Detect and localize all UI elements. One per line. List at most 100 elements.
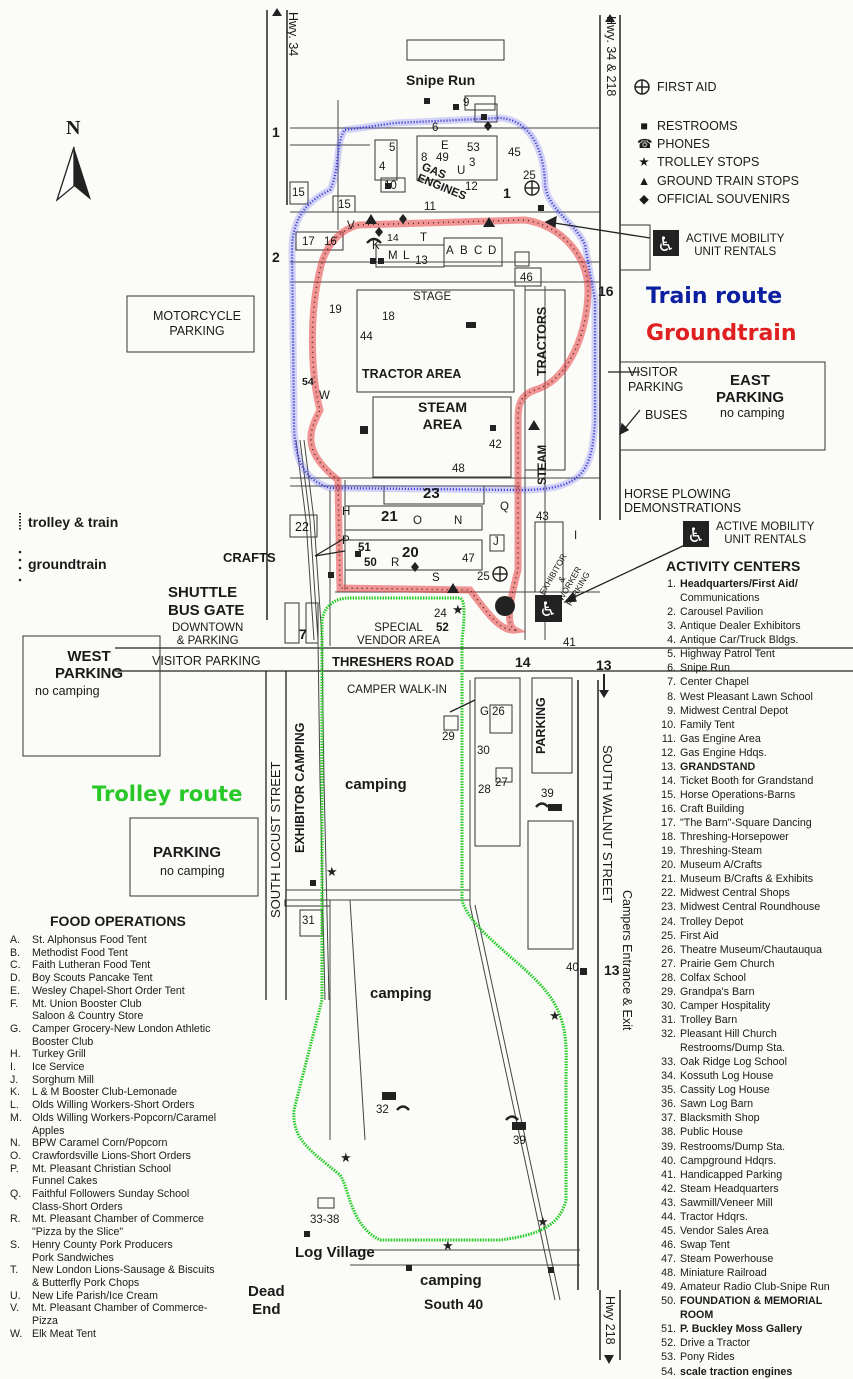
activity-item-number: 49. <box>661 1281 676 1294</box>
map-letter-S: S <box>432 572 440 584</box>
activity-item: 52.Drive a Tractor <box>656 1336 830 1350</box>
track-legend-label: trolley & train <box>28 514 119 530</box>
activity-item-number: 19. <box>661 845 676 858</box>
activity-item-number: 25. <box>661 929 676 942</box>
activity-item-number: 20. <box>661 859 676 872</box>
activity-item: 42.Steam Headquarters <box>656 1182 830 1196</box>
train-route <box>290 116 597 492</box>
food-item: Saloon & Country Store <box>10 1010 216 1023</box>
crafts-label: CRAFTS <box>223 550 276 565</box>
activity-item: 4.Antique Car/Truck Bldgs. <box>656 633 830 647</box>
food-item: S.Henry County Pork Producers <box>10 1239 216 1252</box>
map-label-2: 2 <box>272 249 280 265</box>
camping-label-2: camping <box>370 985 432 1002</box>
activity-item-number: 3. <box>667 620 676 633</box>
activity-item-number: 12. <box>661 746 676 759</box>
food-item-key: Q. <box>10 1188 22 1201</box>
activity-item: 12.Gas Engine Hdqs. <box>656 746 830 760</box>
activity-item-label: Sawmill/Veneer Mill <box>680 1196 773 1209</box>
activity-item-label: FOUNDATION & MEMORIAL <box>680 1295 823 1308</box>
map-letter-B: B <box>460 245 468 257</box>
activity-item: 41.Handicapped Parking <box>656 1168 830 1182</box>
map-label-13a: 13 <box>596 657 612 673</box>
activity-item: 11.Gas Engine Area <box>656 732 830 746</box>
activity-item-label: First Aid <box>680 929 719 942</box>
food-item-key <box>10 1175 32 1188</box>
west-parking-note: no camping <box>35 684 100 698</box>
food-item-key: U. <box>10 1289 21 1302</box>
groundtrain-stop-icons <box>365 214 540 593</box>
activity-item-number: 53. <box>661 1351 676 1364</box>
activity-item-label: Steam Powerhouse <box>680 1253 774 1265</box>
legend-trolley-stops: ★TROLLEY STOPS <box>637 153 799 171</box>
activity-item-label: Blacksmith Shop <box>680 1112 760 1125</box>
train-route-title: Train route <box>646 284 783 309</box>
food-item-label: Funnel Cakes <box>32 1175 98 1188</box>
trolley-stop-icons: ★★ ★★ ★★ <box>326 603 561 1254</box>
activity-item: 15.Horse Operations-Barns <box>656 788 830 802</box>
food-item: I.Ice Service <box>10 1061 216 1074</box>
food-item-label: New Life Parish/Ice Cream <box>32 1289 158 1302</box>
food-item: H.Turkey Grill <box>10 1048 216 1061</box>
activity-item-label: Horse Operations-Barns <box>680 788 796 801</box>
activity-item-label: Midwest Central Depot <box>680 704 789 717</box>
activity-item-number: 17. <box>661 817 676 830</box>
activity-item-label: Museum B/Crafts & Exhibits <box>680 873 814 886</box>
food-item-key: A. <box>10 934 21 946</box>
food-item: "Pizza by the Slice" <box>10 1226 216 1239</box>
activity-item: 25. First Aid <box>656 929 830 943</box>
activity-item-number: 38. <box>661 1126 676 1139</box>
groundtrain-legend-icon <box>18 550 22 582</box>
map-label-13c: 13 <box>415 255 428 267</box>
pointer-arrows <box>314 215 686 713</box>
food-item-label: Pork Sandwiches <box>32 1251 114 1264</box>
food-item: E.Wesley Chapel-Short Order Tent <box>10 985 216 998</box>
activity-item: 5.Highway Patrol Tent <box>656 647 830 661</box>
activity-item: 32.Pleasant Hill Church <box>656 1027 830 1041</box>
map-label-45: 45 <box>508 147 521 159</box>
activity-item-number: 44. <box>661 1210 676 1223</box>
activity-item-label: Miniature Railroad <box>680 1267 767 1280</box>
food-item-label: Henry County Pork Producers <box>32 1238 173 1251</box>
activity-item: 14.Ticket Booth for Grandstand <box>656 774 830 788</box>
activity-item: 36.Sawn Log Barn <box>656 1097 830 1111</box>
map-label-21: 21 <box>381 508 398 525</box>
activity-item-label: Kossuth Log House <box>680 1070 774 1083</box>
camping-label-3: camping <box>420 1272 482 1289</box>
map-letter-M: M <box>388 250 398 262</box>
star-icon: ★ <box>638 155 650 170</box>
map-label-5: 5 <box>389 142 396 154</box>
activity-item: 3.Antique Dealer Exhibitors <box>656 619 830 633</box>
svg-text:★: ★ <box>326 865 338 880</box>
activity-item-number: 45. <box>661 1224 676 1237</box>
activity-item-number: 47. <box>661 1253 676 1265</box>
food-item-key: O. <box>10 1149 22 1162</box>
activity-item: 24.Trolley Depot <box>656 915 830 929</box>
activity-item: 53.Pony Rides <box>656 1350 830 1364</box>
activity-item-label: Craft Building <box>680 803 745 815</box>
map-label-14: 14 <box>515 654 531 670</box>
map-label-28: 28 <box>478 784 491 796</box>
food-item: C.Faith Lutheran Food Tent <box>10 959 216 972</box>
map-label-7: 7 <box>299 626 307 642</box>
food-item-label: Saloon & Country Store <box>32 1010 144 1023</box>
activity-item-label: Sawn Log Barn <box>680 1098 754 1111</box>
svg-text:★: ★ <box>549 1009 561 1024</box>
activity-item: 46.Swap Tent <box>656 1238 830 1252</box>
food-item-key <box>10 1201 32 1214</box>
activity-item-label: Carousel Pavilion <box>680 606 764 619</box>
accessibility-icon: ♿ <box>535 595 562 622</box>
activity-item-number: 32. <box>661 1028 676 1040</box>
food-item-label: Pizza <box>32 1315 58 1328</box>
activity-item-number: 9. <box>667 704 676 717</box>
map-label-1: 1 <box>272 124 280 140</box>
activity-item: 49.Amateur Radio Club-Snipe Run <box>656 1280 830 1294</box>
food-item-key: K. <box>10 1086 21 1099</box>
activity-item-label: GRANDSTAND <box>680 760 756 773</box>
activity-item-label: Snipe Run <box>680 662 730 675</box>
food-item: L.Olds Willing Workers-Short Orders <box>10 1099 216 1112</box>
food-item-label: Olds Willing Workers-Popcorn/Caramel <box>32 1111 217 1124</box>
map-letter-P: P <box>342 535 350 547</box>
food-item-label: Mt. Pleasant Chamber of Commerce <box>32 1213 204 1226</box>
groundtrain-legend-label: groundtrain <box>28 556 107 572</box>
